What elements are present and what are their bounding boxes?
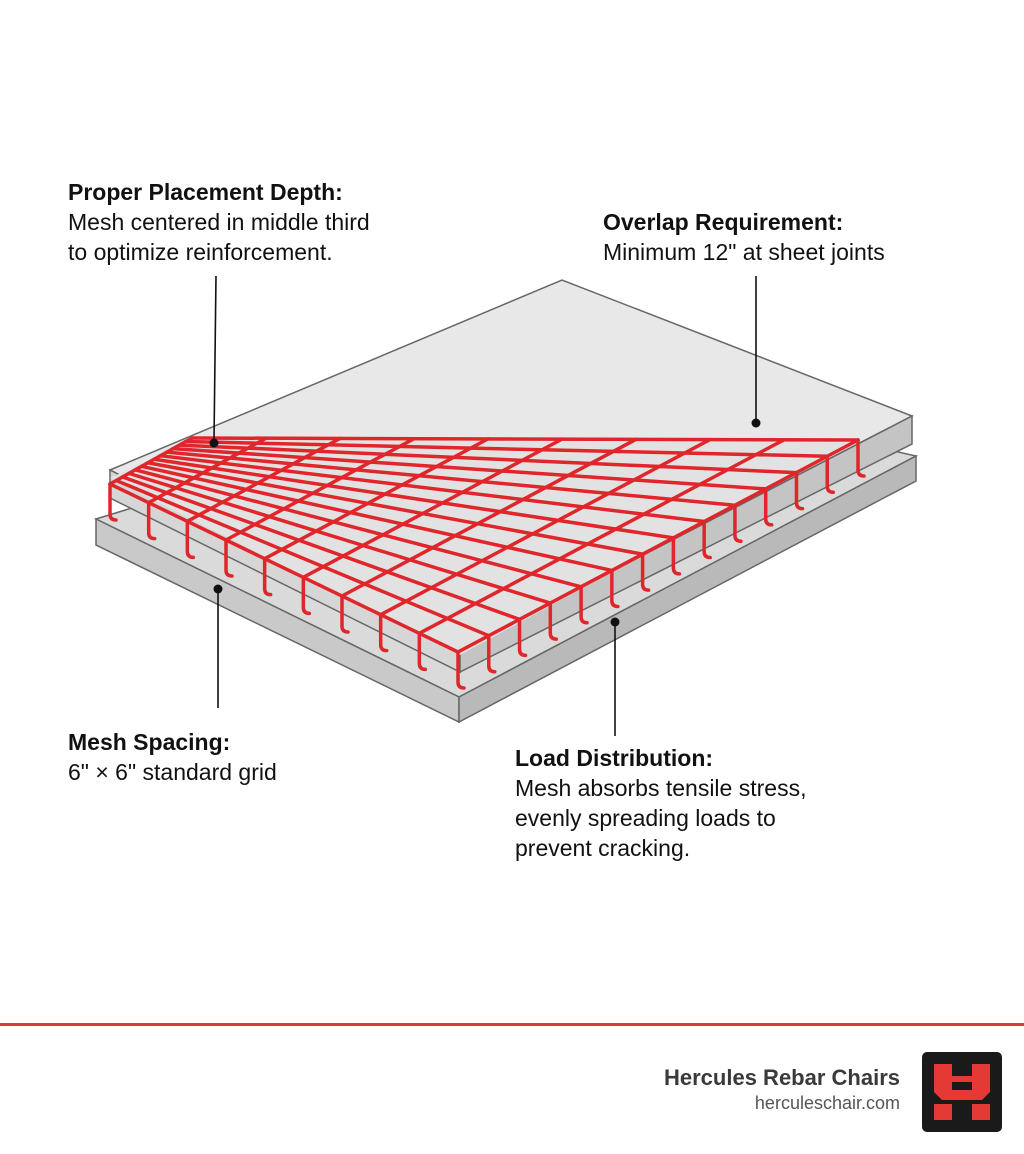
mesh-hook [856,438,866,478]
mesh-hook [794,470,805,511]
dot-spacing [213,584,223,594]
callout-overlap-requirement: Overlap Requirement: Minimum 12" at shee… [603,207,1003,267]
mesh-hook [262,556,273,597]
callout-line: 6" × 6" standard grid [68,759,277,785]
mesh-bar [108,482,460,654]
mesh-bar [158,453,706,524]
dot-depth [209,438,219,448]
mesh-bar [417,438,786,636]
mesh-bar [152,457,676,540]
mesh-bar [171,446,768,491]
mesh-bar [165,450,737,507]
mesh-hook [548,601,559,641]
mesh-hook [340,594,350,634]
callout-title: Overlap Requirement: [603,209,844,235]
mesh-bar [133,468,583,589]
brand-url[interactable]: herculeschair.com [754,1093,900,1113]
mesh-hook [671,536,682,576]
mesh-hook [417,631,428,672]
mesh-bar [190,436,860,442]
mesh-hook [610,568,620,609]
leader-lines [213,275,757,736]
callout-line: prevent cracking. [515,835,691,861]
mesh-hook [702,519,712,560]
callout-line: Mesh centered in middle third [68,209,370,235]
mesh-hook [301,575,312,616]
mesh-bar [301,437,564,580]
mesh-hook [146,500,157,541]
base-slab-right [458,454,917,724]
callout-line: evenly spreading loads to [515,805,776,831]
mesh-bar [378,437,712,617]
mesh-bar [114,478,491,638]
mesh-bar [139,464,614,573]
dot-load [610,617,620,627]
mesh-bar [177,443,799,475]
mesh-hook [487,633,497,674]
hercules-logo-icon [922,1052,1002,1132]
slab-diagram [93,275,919,736]
callout-line: Minimum 12" at sheet joints [603,239,885,265]
mesh-bar [340,437,638,598]
leader-depth [213,275,217,441]
mesh-hook [185,519,196,560]
mesh-hook [456,650,466,690]
mesh-hook [224,538,234,578]
callout-line: to optimize reinforcement. [68,239,333,265]
upper-slab-right [459,414,913,674]
callout-title: Load Distribution: [515,745,714,771]
mesh-area [110,438,858,655]
callout-placement-depth: Proper Placement Depth: Mesh centered in… [68,177,448,267]
dot-overlap [751,418,761,428]
callout-title: Proper Placement Depth: [68,179,343,205]
callout-title: Mesh Spacing: [68,729,231,755]
mesh-bar [127,471,553,605]
mesh-hook [763,487,774,527]
mesh-hook [733,503,743,543]
mesh-hook [640,552,651,592]
mesh-hook [378,612,389,653]
mesh-hook [579,585,589,625]
brand-name: Hercules Rebar Chairs [664,1065,900,1090]
leader-dots [209,418,761,627]
mesh-bar [456,438,860,654]
callout-load-distribution: Load Distribution: Mesh absorbs tensile … [515,743,875,863]
footer-divider [0,1023,1024,1026]
brand-block: Hercules Rebar Chairs herculeschair.com [664,1064,900,1114]
mesh-hook [108,482,118,522]
mesh-bar [183,439,829,459]
callout-line: Mesh absorbs tensile stress, [515,775,807,801]
mesh-hook [825,454,835,495]
rebar-mesh [108,436,866,690]
mesh-bar [120,475,522,622]
mesh-bar [146,461,645,556]
mesh-hook [517,617,528,658]
callout-mesh-spacing: Mesh Spacing: 6" × 6" standard grid [68,727,448,787]
